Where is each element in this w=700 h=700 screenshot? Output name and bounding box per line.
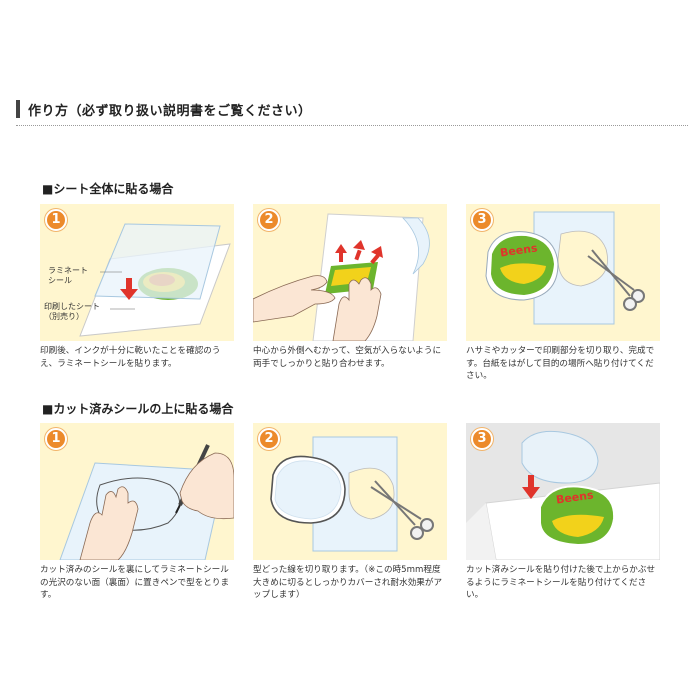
step-caption: 印刷後、インクが十分に乾いたことを確認のうえ、ラミネートシールを貼ります。 [40, 346, 221, 369]
step-illustration: 1 ラミネート シール 印刷したシート （別売り） [40, 204, 234, 341]
step-card: 2 型どった線を切り取ります。（※この時5mm程度大きめに切るとしっかりカバーさ… [253, 423, 447, 602]
title-divider [16, 125, 688, 126]
step-caption: ハサミやカッターで印刷部分を切り取り、完成です。台紙をはがして目的の場所へ貼り付… [466, 346, 655, 381]
step-illustration: 2 [253, 423, 447, 560]
step-illustration: 2 [253, 204, 447, 341]
press-laminate-illustration [253, 213, 430, 341]
trace-outline-illustration [59, 444, 234, 560]
step-number-badge: 1 [45, 209, 67, 231]
step-illustration: 3 Beens [466, 204, 660, 341]
laminate-label-line2: シール [48, 276, 72, 285]
section-heading-full-sheet: ■シート全体に貼る場合 [42, 182, 174, 196]
laminate-label-line1: ラミネート [48, 266, 88, 275]
step-card: 1 カット済みのシールを裏にしてラミネートシールの光沢のない面（裏面）に置きペン… [40, 423, 234, 602]
step-caption: 中心から外側へむかって、空気が入らないように両手でしっかりと貼り合わせます。 [253, 346, 442, 369]
cut-out-illustration [485, 211, 645, 325]
step-caption: カット済みのシールを裏にしてラミネートシールの光沢のない面（裏面）に置きペンで型… [40, 565, 230, 600]
step-number-badge: 1 [45, 428, 67, 450]
printed-sheet-label-line1: 印刷したシート [44, 302, 100, 311]
laminate-sheet-illustration [79, 223, 231, 337]
page-title-row: 作り方（必ず取り扱い説明書をご覧ください） [16, 98, 688, 128]
step-number-badge: 3 [471, 209, 493, 231]
title-accent-bar [16, 100, 20, 118]
cut-outline-illustration [270, 436, 434, 552]
step-number-badge: 2 [258, 428, 280, 450]
step-caption: 型どった線を切り取ります。（※この時5mm程度大きめに切るとしっかりカバーされ耐… [253, 565, 443, 600]
step-card: 3 Beens カット済みシールを貼り付けた後で上からかぶせるようにラミネートシ… [466, 423, 660, 602]
section-heading-cut-sticker: ■カット済みシールの上に貼る場合 [42, 402, 234, 416]
step-card: 3 Beens ハサミやカッターで印刷部分を切り取り、完成です。台紙をはがして目… [466, 204, 660, 383]
step-card: 2 中心から外側へむかって、空気が入らないように両手でしっかりと貼り合わせます。 [253, 204, 447, 370]
printed-sheet-label-line2: （別売り） [44, 312, 84, 321]
step-card: 1 ラミネート シール 印刷したシート （別売り） 印刷後、インクが十分に乾いた… [40, 204, 234, 370]
step-illustration: 1 [40, 423, 234, 560]
step-number-badge: 3 [471, 428, 493, 450]
step-caption: カット済みシールを貼り付けた後で上からかぶせるようにラミネートシールを貼り付けて… [466, 565, 656, 600]
page-title: 作り方（必ず取り扱い説明書をご覧ください） [28, 104, 312, 119]
step-number-badge: 2 [258, 209, 280, 231]
apply-over-sticker-illustration [466, 430, 660, 560]
step-illustration: 3 Beens [466, 423, 660, 560]
